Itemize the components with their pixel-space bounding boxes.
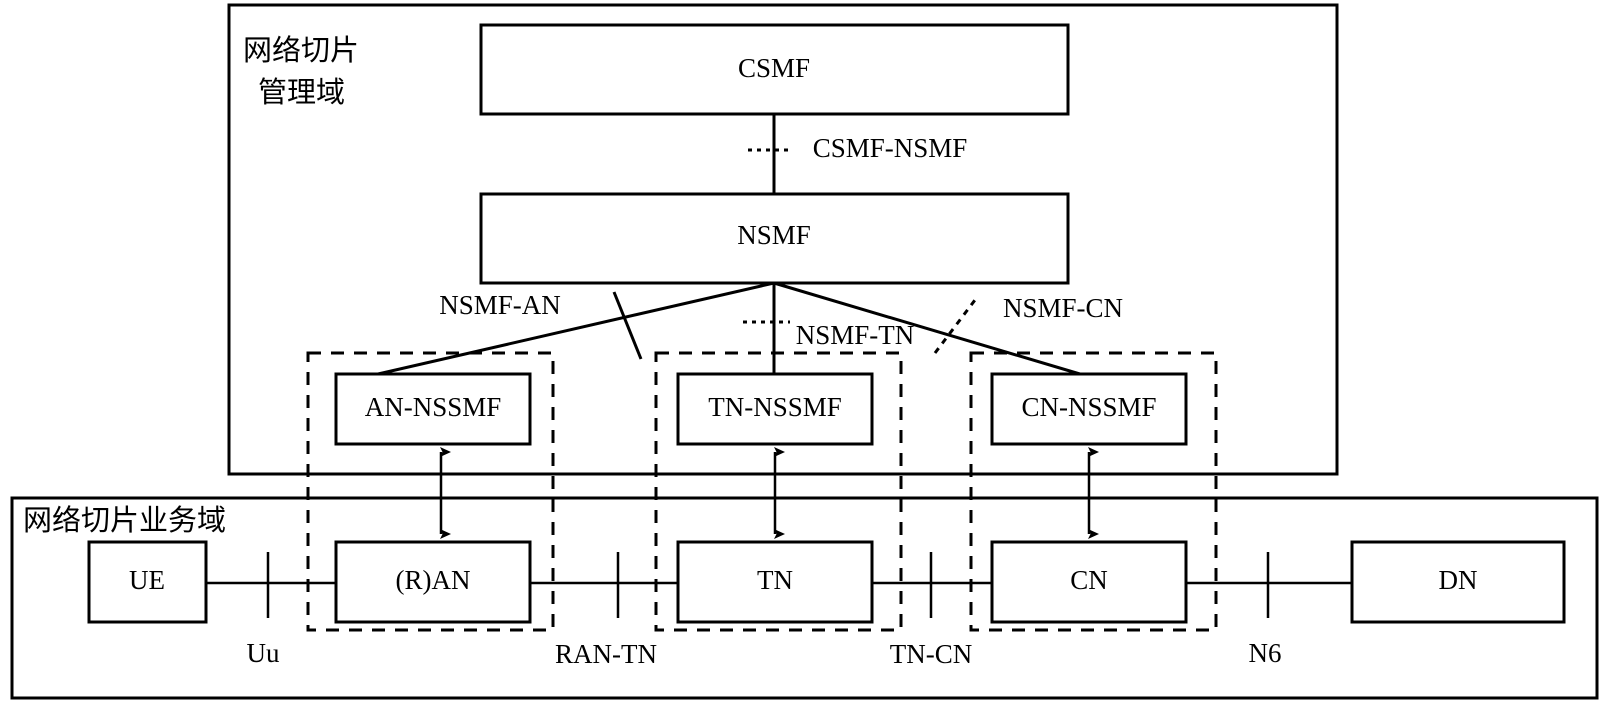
node-cn-label: CN bbox=[1070, 565, 1108, 595]
interface-label-nsmf-cn: NSMF-CN bbox=[1003, 293, 1123, 323]
tick-nsmf-an bbox=[612, 291, 643, 360]
service-domain-title: 网络切片业务域 bbox=[23, 503, 226, 537]
node-cn-nssmf-label: CN-NSSMF bbox=[1021, 392, 1156, 422]
tick-nsmf-cn bbox=[933, 295, 980, 354]
node-an-nssmf-label: AN-NSSMF bbox=[365, 392, 502, 422]
interface-label-n6: N6 bbox=[1249, 638, 1282, 668]
link-nsmf-cn-nssmf bbox=[773, 281, 1091, 379]
node-ran-label: (R)AN bbox=[396, 565, 471, 595]
node-tn-box[interactable] bbox=[676, 540, 874, 624]
interface-label-uu: Uu bbox=[247, 638, 280, 668]
management-domain-title-line1: 网络切片 bbox=[243, 33, 359, 67]
interface-label-ran-tn: RAN-TN bbox=[555, 639, 657, 669]
node-nsmf-label: NSMF bbox=[737, 220, 811, 250]
node-ue-box[interactable] bbox=[87, 540, 208, 624]
interface-label-nsmf-tn: NSMF-TN bbox=[796, 320, 915, 350]
slice-group-an bbox=[306, 351, 555, 632]
interface-label-tn-cn: TN-CN bbox=[890, 639, 973, 669]
interface-label-nsmf-an: NSMF-AN bbox=[439, 290, 561, 320]
node-tn-nssmf-label: TN-NSSMF bbox=[708, 392, 842, 422]
slice-group-cn bbox=[969, 351, 1218, 632]
node-dn-label: DN bbox=[1439, 565, 1478, 595]
interface-label-csmf-nsmf: CSMF-NSMF bbox=[813, 133, 968, 163]
node-an-nssmf-box[interactable] bbox=[334, 372, 532, 446]
node-ue-label: UE bbox=[129, 565, 165, 595]
node-csmf-label: CSMF bbox=[738, 53, 810, 83]
service-domain-panel bbox=[10, 496, 1599, 700]
node-dn-box[interactable] bbox=[1350, 540, 1566, 624]
node-tn-label: TN bbox=[757, 565, 793, 595]
link-nsmf-an-nssmf bbox=[364, 281, 775, 379]
node-tn-nssmf-box[interactable] bbox=[676, 372, 874, 446]
slice-group-tn bbox=[654, 351, 903, 632]
management-domain-title-line2: 管理域 bbox=[258, 75, 345, 109]
node-cn-nssmf-box[interactable] bbox=[990, 372, 1188, 446]
